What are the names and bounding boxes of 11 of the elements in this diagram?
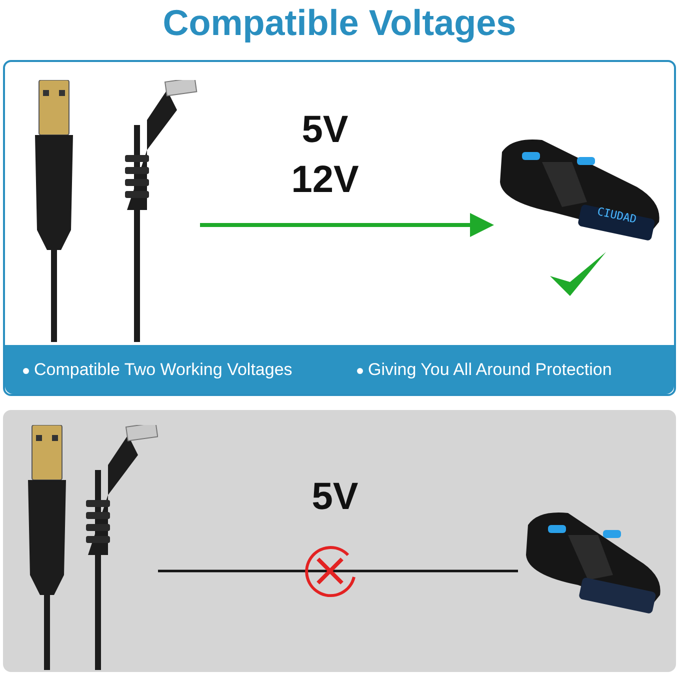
title: Compatible Voltages (162, 2, 518, 44)
info-banner (5, 345, 674, 394)
panel-background (3, 410, 676, 672)
edge-label: 5V 12V (290, 108, 360, 203)
bullet-text: Giving You All Around Protection (357, 360, 612, 380)
arrow (200, 213, 494, 237)
edge-label: 5V (310, 475, 360, 520)
panel-background (3, 60, 676, 396)
connector-line (158, 570, 518, 572)
display-text: CIUDAD (596, 205, 638, 226)
bullet-text: Compatible Two Working Voltages (23, 360, 292, 380)
